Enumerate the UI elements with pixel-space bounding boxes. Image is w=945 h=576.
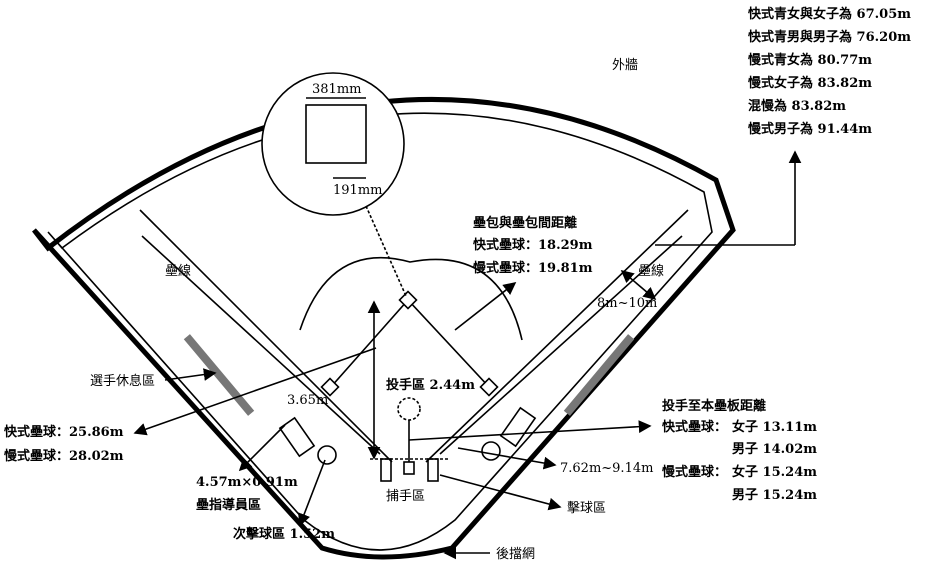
second-base <box>398 290 418 310</box>
pitch-dist-row-3: 女子 15.24m <box>732 464 817 480</box>
arrow-backstop <box>457 447 557 470</box>
fence-dist-5: 混慢為 83.82m <box>748 98 846 114</box>
label-base-line-left: 壘線 <box>165 263 191 279</box>
label-backstop: 後擋網 <box>496 547 535 562</box>
label-catcher-box: 捕手區 <box>386 488 425 504</box>
pitcher-circle <box>397 397 421 421</box>
base-detail-pointer <box>365 205 407 297</box>
arrow-dugout <box>164 368 217 381</box>
fence-dist-4: 慢式女子為 83.82m <box>748 75 872 91</box>
on-deck-circle-left <box>317 445 337 465</box>
pitch-dist-slow-label: 慢式壘球： <box>662 464 727 480</box>
foul-line-left-inner <box>141 235 381 455</box>
label-coach-box-size: 4.57m×0.91m <box>196 475 298 490</box>
label-base-line-right: 壘線 <box>638 263 664 279</box>
label-dugout: 選手休息區 <box>90 373 155 389</box>
label-base-size-h: 191mm <box>333 183 382 198</box>
label-batter-box: 擊球區 <box>567 500 606 516</box>
label-coach-box: 壘指導員區 <box>196 497 261 513</box>
fence-dist-6: 慢式男子為 91.44m <box>748 121 872 137</box>
arrow-coach-box <box>238 424 286 472</box>
arrow-on-deck <box>298 459 326 527</box>
third-base <box>320 377 340 397</box>
label-base-dist-slow: 慢式壘球：19.81m <box>473 260 593 276</box>
label-base-dist-fast: 快式壘球：18.29m <box>473 237 593 253</box>
fence-dist-2: 快式青男與男子為 76.20m <box>748 29 911 45</box>
home-plate <box>403 461 415 475</box>
label-foul-slow: 慢式壘球：28.02m <box>4 448 124 464</box>
label-backstop-dist: 7.62m~9.14m <box>560 461 653 476</box>
label-batting-circle: 次擊球區 1.52m <box>233 526 335 542</box>
batter-box-right <box>427 458 439 482</box>
pitch-dist-title: 投手至本壘板距離 <box>662 398 766 414</box>
outer-fence-inner-line <box>47 112 713 551</box>
coach-box-right <box>499 406 537 448</box>
foul-line-right <box>425 209 689 463</box>
on-deck-circle-right <box>481 441 501 461</box>
arrow-base-dist <box>454 282 517 331</box>
label-base-size-w: 381mm <box>312 82 361 97</box>
dugout-left <box>183 334 255 416</box>
label-outer-wall: 外牆 <box>612 58 638 73</box>
fence-dist-3: 慢式青女為 80.77m <box>748 52 872 68</box>
pitch-dist-row-4: 男子 15.24m <box>732 488 817 503</box>
label-foul-fast: 快式壘球：25.86m <box>4 424 124 440</box>
label-dist-365: 3.65m <box>287 393 328 408</box>
dugout-right <box>563 334 635 416</box>
fence-dist-1: 快式青女與女子為 67.05m <box>748 6 911 22</box>
pitch-dist-row-2: 男子 14.02m <box>732 442 817 457</box>
base-path <box>329 298 491 389</box>
label-line-gap: 8m~10m <box>597 296 657 311</box>
arrow-batter-box <box>439 474 562 511</box>
outer-fence <box>32 96 736 560</box>
pitch-dist-fast-label: 快式壘球： <box>662 419 727 435</box>
coach-box-left <box>278 416 316 458</box>
label-base-dist-title: 壘包與壘包間距離 <box>473 215 577 231</box>
arrow-line-gap <box>620 269 657 301</box>
batter-box-left <box>380 458 392 482</box>
arrow-foul-dist <box>133 347 377 436</box>
arrow-pitch-dist <box>408 420 652 441</box>
pitch-dist-row-1: 女子 13.11m <box>732 419 817 435</box>
first-base <box>479 377 499 397</box>
label-pitcher-circle: 投手區 2.44m <box>386 377 475 393</box>
base-detail-square <box>305 104 367 164</box>
foul-line-left <box>139 209 393 463</box>
